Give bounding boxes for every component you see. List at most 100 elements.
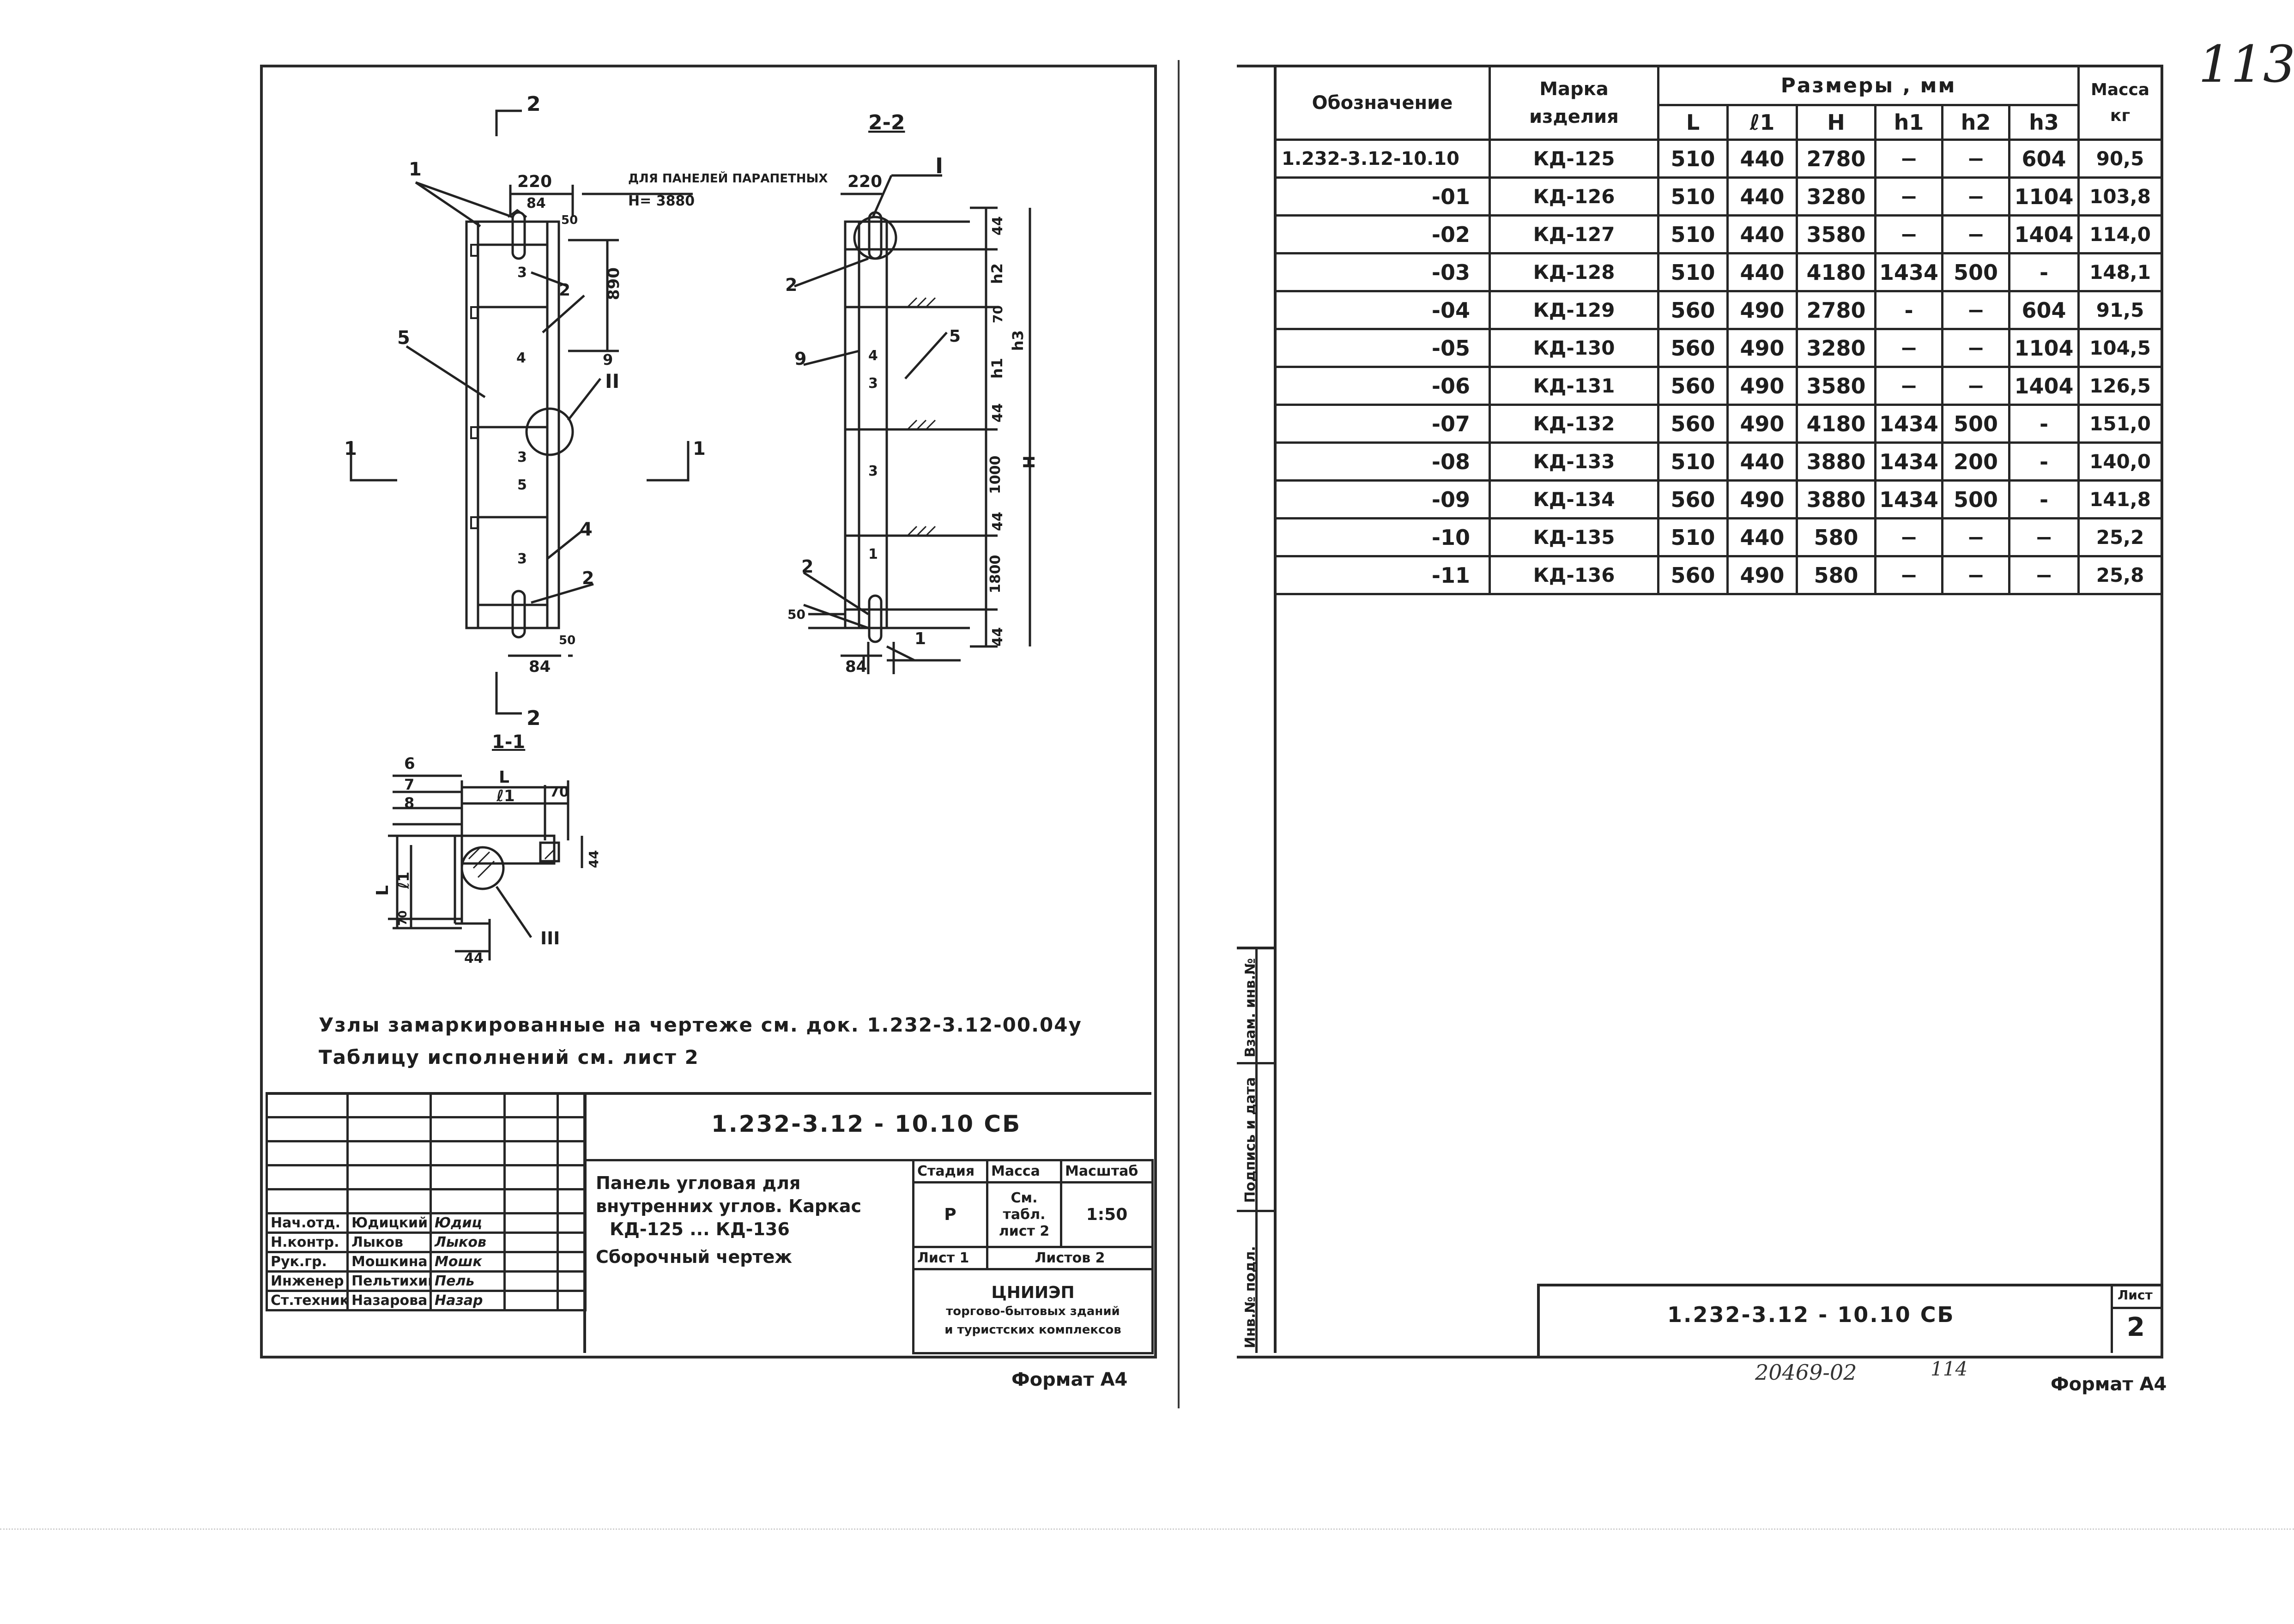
cell-m: 104,5 [2077, 328, 2163, 368]
cell-H: 580 [1796, 517, 1876, 557]
cell-h2: − [1941, 366, 2010, 406]
cell-des: -07 [1274, 404, 1491, 444]
svg-text:220: 220 [517, 172, 552, 191]
cell-m: 91,5 [2077, 290, 2163, 330]
handwritten-page-number: 113 [2198, 35, 2294, 94]
cell-h2: − [1941, 139, 2010, 179]
cell-H: 2780 [1796, 290, 1876, 330]
cell-l1: 490 [1726, 479, 1798, 519]
section-1-1-arrow-left: 1 [344, 438, 357, 459]
archive-number: 20469-02 [1755, 1360, 1857, 1385]
svg-text:1000: 1000 [987, 456, 1004, 495]
col-sizes: Размеры , мм [1657, 65, 2080, 106]
node-circle-III [460, 846, 505, 890]
svg-text:50: 50 [559, 634, 575, 647]
title-line-3: КД-125 ... КД-136 [610, 1219, 790, 1239]
cell-m: 114,0 [2077, 214, 2163, 254]
svg-text:2: 2 [801, 556, 813, 577]
cell-h1: − [1874, 214, 1943, 254]
svg-text:4: 4 [516, 350, 526, 366]
svg-text:3: 3 [517, 449, 527, 465]
parapet-height: Н= 3880 [628, 193, 695, 209]
cell-h1: 1434 [1874, 252, 1943, 292]
cell-L: 560 [1657, 555, 1729, 595]
cell-h1: − [1874, 366, 1943, 406]
node-II-label: II [605, 370, 619, 392]
col-H: Н [1796, 104, 1876, 141]
signature: Назар [430, 1290, 506, 1311]
svg-text:7: 7 [404, 776, 414, 793]
cell-m: 103,8 [2077, 176, 2163, 217]
cell-h1: − [1874, 555, 1943, 595]
svg-text:70: 70 [990, 305, 1005, 323]
side-label-sign: Подпись и дата [1242, 1077, 1259, 1203]
cell-L: 510 [1657, 517, 1729, 557]
cell-H: 2780 [1796, 139, 1876, 179]
name-cell: Лыков [346, 1232, 432, 1253]
svg-text:70: 70 [396, 911, 409, 926]
svg-text:L: L [373, 885, 392, 896]
cell-h3: − [2008, 555, 2080, 595]
frame-elevation-2 [844, 220, 888, 629]
cell-h1: 1434 [1874, 479, 1943, 519]
cell-L: 560 [1657, 328, 1729, 368]
cell-des: -05 [1274, 328, 1491, 368]
sheets-cell: Листов 2 [986, 1246, 1154, 1270]
cell-des: -02 [1274, 214, 1491, 254]
svg-text:1: 1 [914, 629, 926, 648]
svg-text:890: 890 [605, 267, 623, 300]
cell-des: 1.232-3.12-10.10 [1274, 139, 1491, 179]
cell-mark: КД-129 [1489, 290, 1659, 330]
cell-mark: КД-134 [1489, 479, 1659, 519]
organization: ЦНИИЭП торгово-бытовых зданий и туристск… [912, 1268, 1154, 1354]
sheet-divider [1178, 60, 1180, 1408]
cell-m: 25,2 [2077, 517, 2163, 557]
node-circle-I [853, 216, 897, 260]
cell-m: 90,5 [2077, 139, 2163, 179]
stage-value: Р [912, 1181, 988, 1248]
cell-l1: 440 [1726, 214, 1798, 254]
svg-text:5: 5 [397, 327, 410, 349]
cell-h1: − [1874, 176, 1943, 217]
cell-h2: − [1941, 290, 2010, 330]
svg-text:2: 2 [582, 568, 594, 588]
svg-text:5: 5 [949, 327, 961, 346]
cell-h3: - [2008, 441, 2080, 482]
col-designation: Обозначение [1274, 65, 1491, 141]
cell-h1: − [1874, 328, 1943, 368]
name-cell: Назарова [346, 1290, 432, 1311]
cell-mark: КД-133 [1489, 441, 1659, 482]
cell-des: -01 [1274, 176, 1491, 217]
cell-h3: - [2008, 404, 2080, 444]
svg-text:h2: h2 [988, 263, 1006, 284]
cell-h3: 1104 [2008, 328, 2080, 368]
cell-l1: 490 [1726, 366, 1798, 406]
cell-h3: 604 [2008, 290, 2080, 330]
cell-h3: 604 [2008, 139, 2080, 179]
svg-text:84: 84 [527, 195, 546, 211]
scale-value: 1:50 [1060, 1181, 1154, 1248]
mass-line: табл. [1003, 1206, 1046, 1223]
doc-code-left: 1.232-3.12 - 10.10 СБ [711, 1111, 1022, 1137]
svg-text:h3: h3 [1009, 330, 1027, 351]
svg-text:1: 1 [409, 159, 422, 180]
svg-text:3: 3 [868, 463, 878, 479]
cell-h3: 1404 [2008, 214, 2080, 254]
col-scale: Масштаб [1060, 1159, 1154, 1183]
svg-text:44: 44 [586, 850, 601, 868]
svg-text:6: 6 [404, 755, 415, 773]
cell-h3: - [2008, 479, 2080, 519]
node-I-label: I [935, 153, 943, 178]
sheet-box [2111, 1284, 2163, 1353]
title-line-2: внутренних углов. Каркас [596, 1196, 862, 1216]
cell-mark: КД-136 [1489, 555, 1659, 595]
cell-l1: 490 [1726, 555, 1798, 595]
mass-line: лист 2 [999, 1223, 1050, 1239]
cell-des: -03 [1274, 252, 1491, 292]
cell-L: 510 [1657, 214, 1729, 254]
